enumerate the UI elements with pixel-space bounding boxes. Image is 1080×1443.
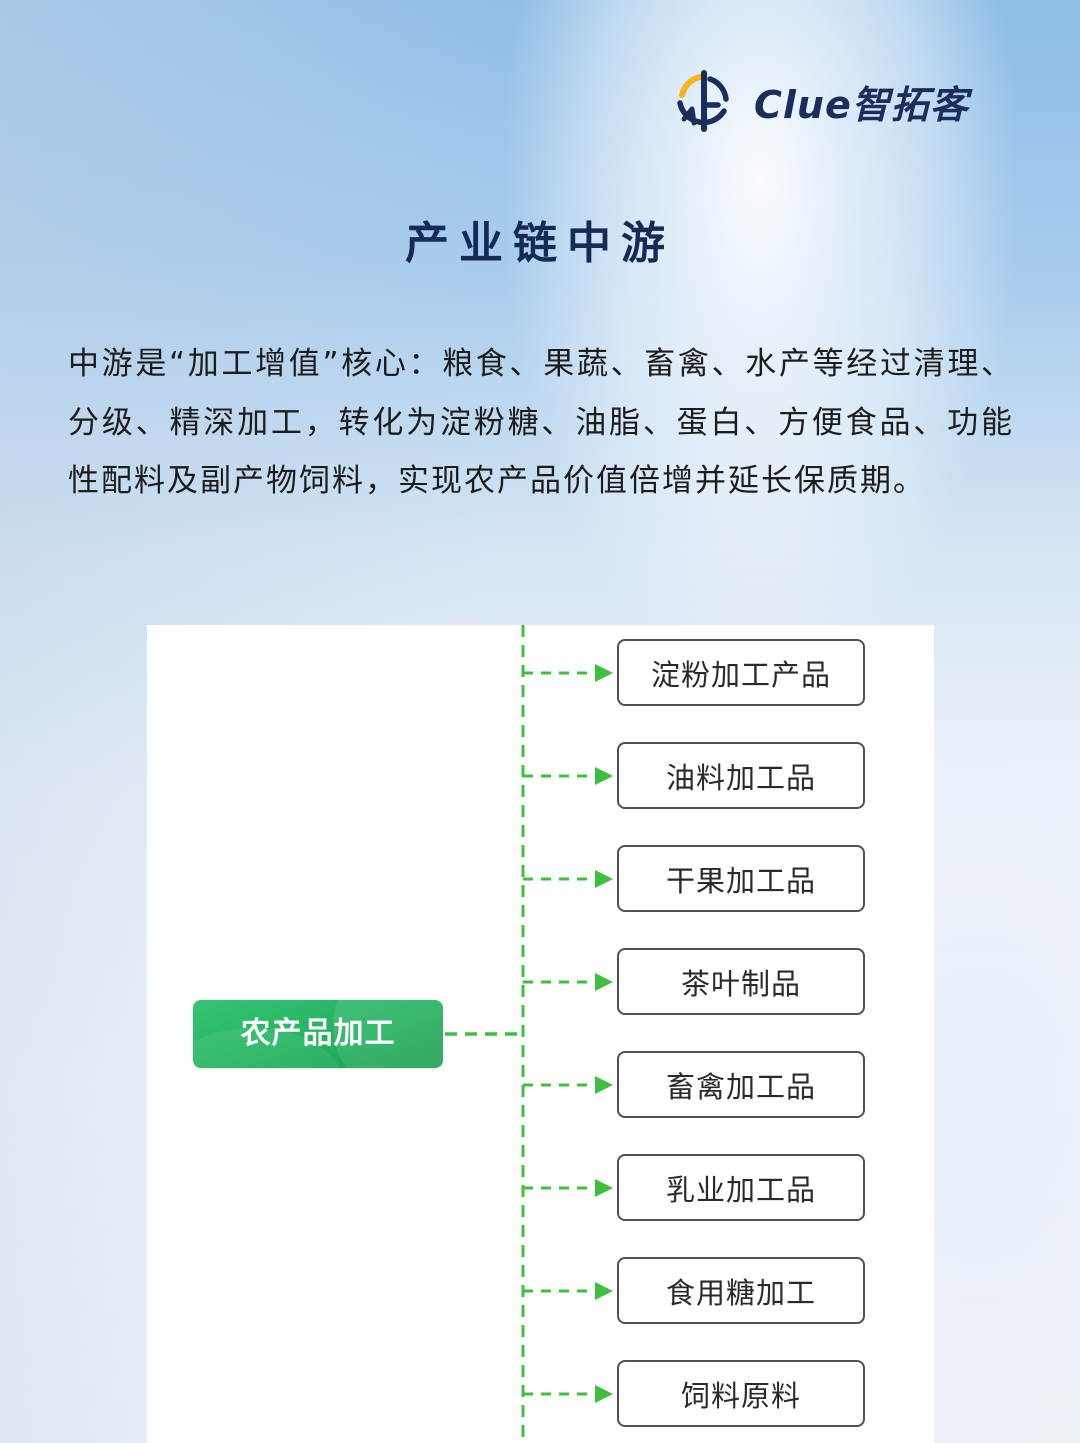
arrowhead-icon [595,1179,613,1197]
intro-paragraph: 中游是“加工增值”核心：粮食、果蔬、畜禽、水产等经过清理、分级、精深加工，转化为… [68,346,1014,499]
child-node: 淀粉加工产品 [617,639,865,706]
arrowhead-icon [595,767,613,785]
root-node-label: 农产品加工 [240,1016,396,1051]
branch-arrows [523,664,613,1403]
arrowhead-icon [595,664,613,682]
brand-logo: Clue智拓客 [670,68,1000,134]
brand-name: Clue智拓客 [754,82,969,127]
arrowhead-icon [595,973,613,991]
arrowhead-icon [595,1282,613,1300]
arrowhead-icon [595,1385,613,1403]
diagram-card: 农产品加工 淀粉加工产品 油料加工品 干果加工品 茶叶制品 畜禽加工品 乳业加工… [147,625,934,1443]
page-title: 产业链中游 [405,218,675,269]
child-node: 畜禽加工品 [617,1051,865,1118]
child-node: 乳业加工品 [617,1154,865,1221]
root-node: 农产品加工 [193,1000,443,1068]
arrowhead-icon [595,870,613,888]
child-node: 饲料原料 [617,1360,865,1427]
child-node: 干果加工品 [617,845,865,912]
globe-arrow-logo-icon [677,70,729,132]
connector-lines [445,625,613,1443]
child-node: 食用糖加工 [617,1257,865,1324]
child-node: 油料加工品 [617,742,865,809]
child-node: 茶叶制品 [617,948,865,1015]
arrowhead-icon [595,1076,613,1094]
